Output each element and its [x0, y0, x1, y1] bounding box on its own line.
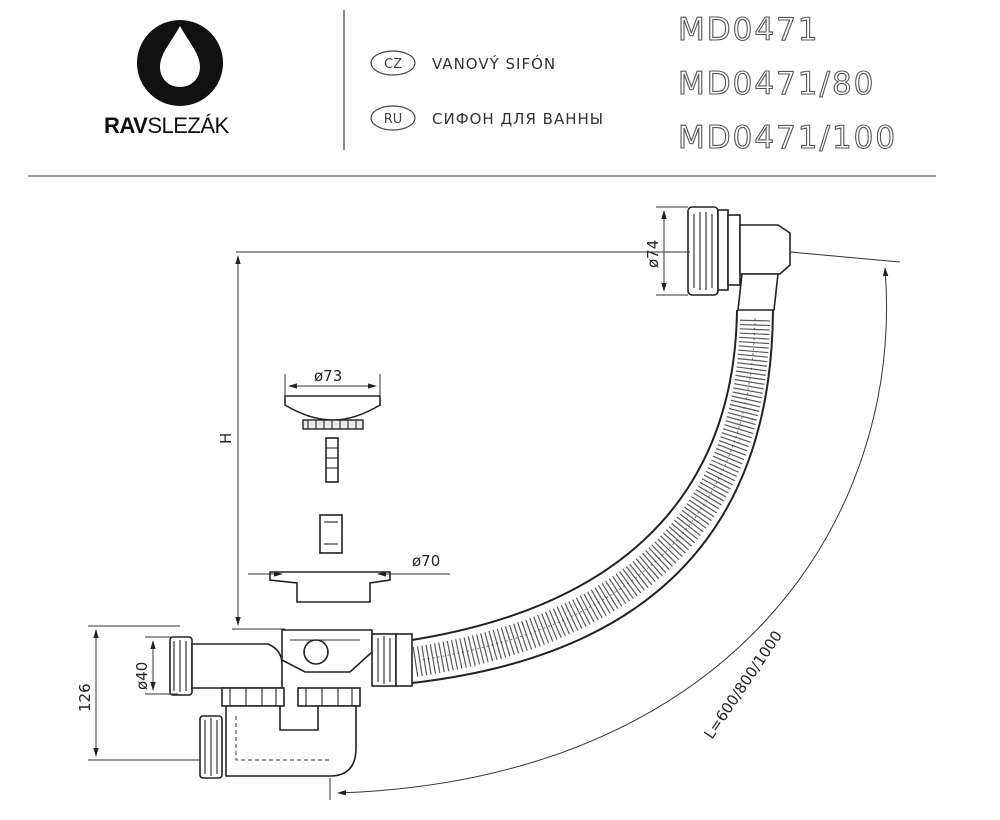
language-row-cz: CZ VANOVÝ SIFÓN — [370, 50, 556, 76]
trap-nut-right — [297, 687, 361, 707]
overflow-gasket — [717, 209, 729, 291]
language-row-ru: RU СИФОН ДЛЯ ВАННЫ — [370, 105, 604, 131]
overflow-assembly — [687, 206, 791, 311]
trap-body — [169, 629, 413, 779]
brand-name-left: RAV — [104, 113, 148, 138]
language-text-ru: СИФОН ДЛЯ ВАННЫ — [432, 110, 604, 128]
language-text-cz: VANOVÝ SIFÓN — [432, 54, 556, 73]
outlet-pipe — [191, 643, 283, 689]
plug-cap — [284, 395, 381, 421]
dimension-outlet: ø40 — [133, 636, 178, 695]
language-badge-ru — [370, 105, 416, 131]
dimension-plug: ø73 — [284, 367, 381, 398]
model-list: MD0471 MD0471/80 MD0471/100 — [677, 11, 897, 156]
waste-flange — [269, 571, 391, 603]
language-code-ru: RU — [384, 112, 403, 127]
brand-name-right: SLEZÁK — [147, 113, 229, 138]
dimension-overflow-diameter: ø74 — [644, 240, 662, 268]
plug-seal — [302, 419, 364, 430]
plug-stem — [325, 437, 339, 483]
dimension-height: H — [217, 251, 690, 630]
dimension-plug-diameter: ø73 — [314, 367, 342, 385]
dimension-trap-height: 126 — [76, 625, 200, 761]
language-badge-cz — [370, 50, 416, 76]
waste-inlet — [303, 639, 329, 665]
logo-drop-icon — [160, 26, 200, 87]
dimension-hose-length-label: L=600/800/1000 — [700, 627, 786, 742]
overflow-cover — [687, 206, 719, 296]
plug-bushing — [319, 514, 343, 554]
dimension-overflow: ø74 — [644, 206, 688, 296]
model-number-1: MD0471 — [678, 12, 820, 48]
dimension-hose-length: L=600/800/1000 — [329, 251, 901, 800]
overflow-elbow — [739, 224, 791, 275]
u-trap — [225, 705, 357, 777]
model-number-3: MD0471/100 — [678, 120, 897, 156]
dimension-flange: ø70 — [248, 552, 450, 577]
hose-connector-sleeve — [395, 633, 413, 687]
overflow-neck — [737, 273, 779, 311]
dimension-flange-diameter: ø70 — [412, 552, 440, 570]
dimension-trap-height-value: 126 — [76, 683, 94, 712]
trap-nut-left — [221, 687, 285, 707]
language-code-cz: CZ — [384, 57, 402, 72]
corrugated-hose — [411, 309, 774, 684]
dimension-outlet-diameter: ø40 — [133, 662, 151, 690]
plug-assembly — [269, 395, 391, 603]
outlet-nut — [169, 636, 193, 696]
brand-logo: RAVSLEZÁK — [104, 20, 230, 138]
dimension-height-label: H — [217, 433, 235, 444]
svg-text:RAVSLEZÁK: RAVSLEZÁK — [104, 113, 230, 138]
overflow-flange — [727, 214, 741, 286]
model-number-2: MD0471/80 — [678, 66, 875, 102]
